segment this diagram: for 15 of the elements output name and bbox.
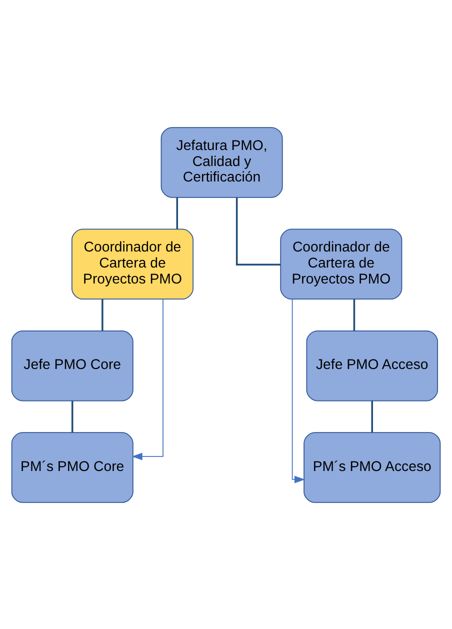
node-box: Jefe PMO Acceso	[306, 330, 438, 401]
connector	[371, 400, 373, 432]
node-box: PM´s PMO Core	[11, 432, 134, 502]
node-box: Jefatura PMO, Calidad y Certificación	[160, 126, 283, 198]
connector	[353, 298, 356, 330]
arrow	[292, 298, 306, 483]
node-box: PM´s PMO Acceso	[304, 432, 441, 502]
connector	[176, 196, 178, 229]
connector	[71, 400, 74, 432]
arrow	[132, 298, 164, 460]
connector	[236, 197, 280, 265]
node-box: Coordinador de Cartera de Proyectos PMO	[71, 228, 194, 300]
connector	[102, 298, 104, 330]
node-box: Jefe PMO Core	[11, 330, 134, 401]
node-box: Coordinador de Cartera de Proyectos PMO	[280, 228, 402, 300]
